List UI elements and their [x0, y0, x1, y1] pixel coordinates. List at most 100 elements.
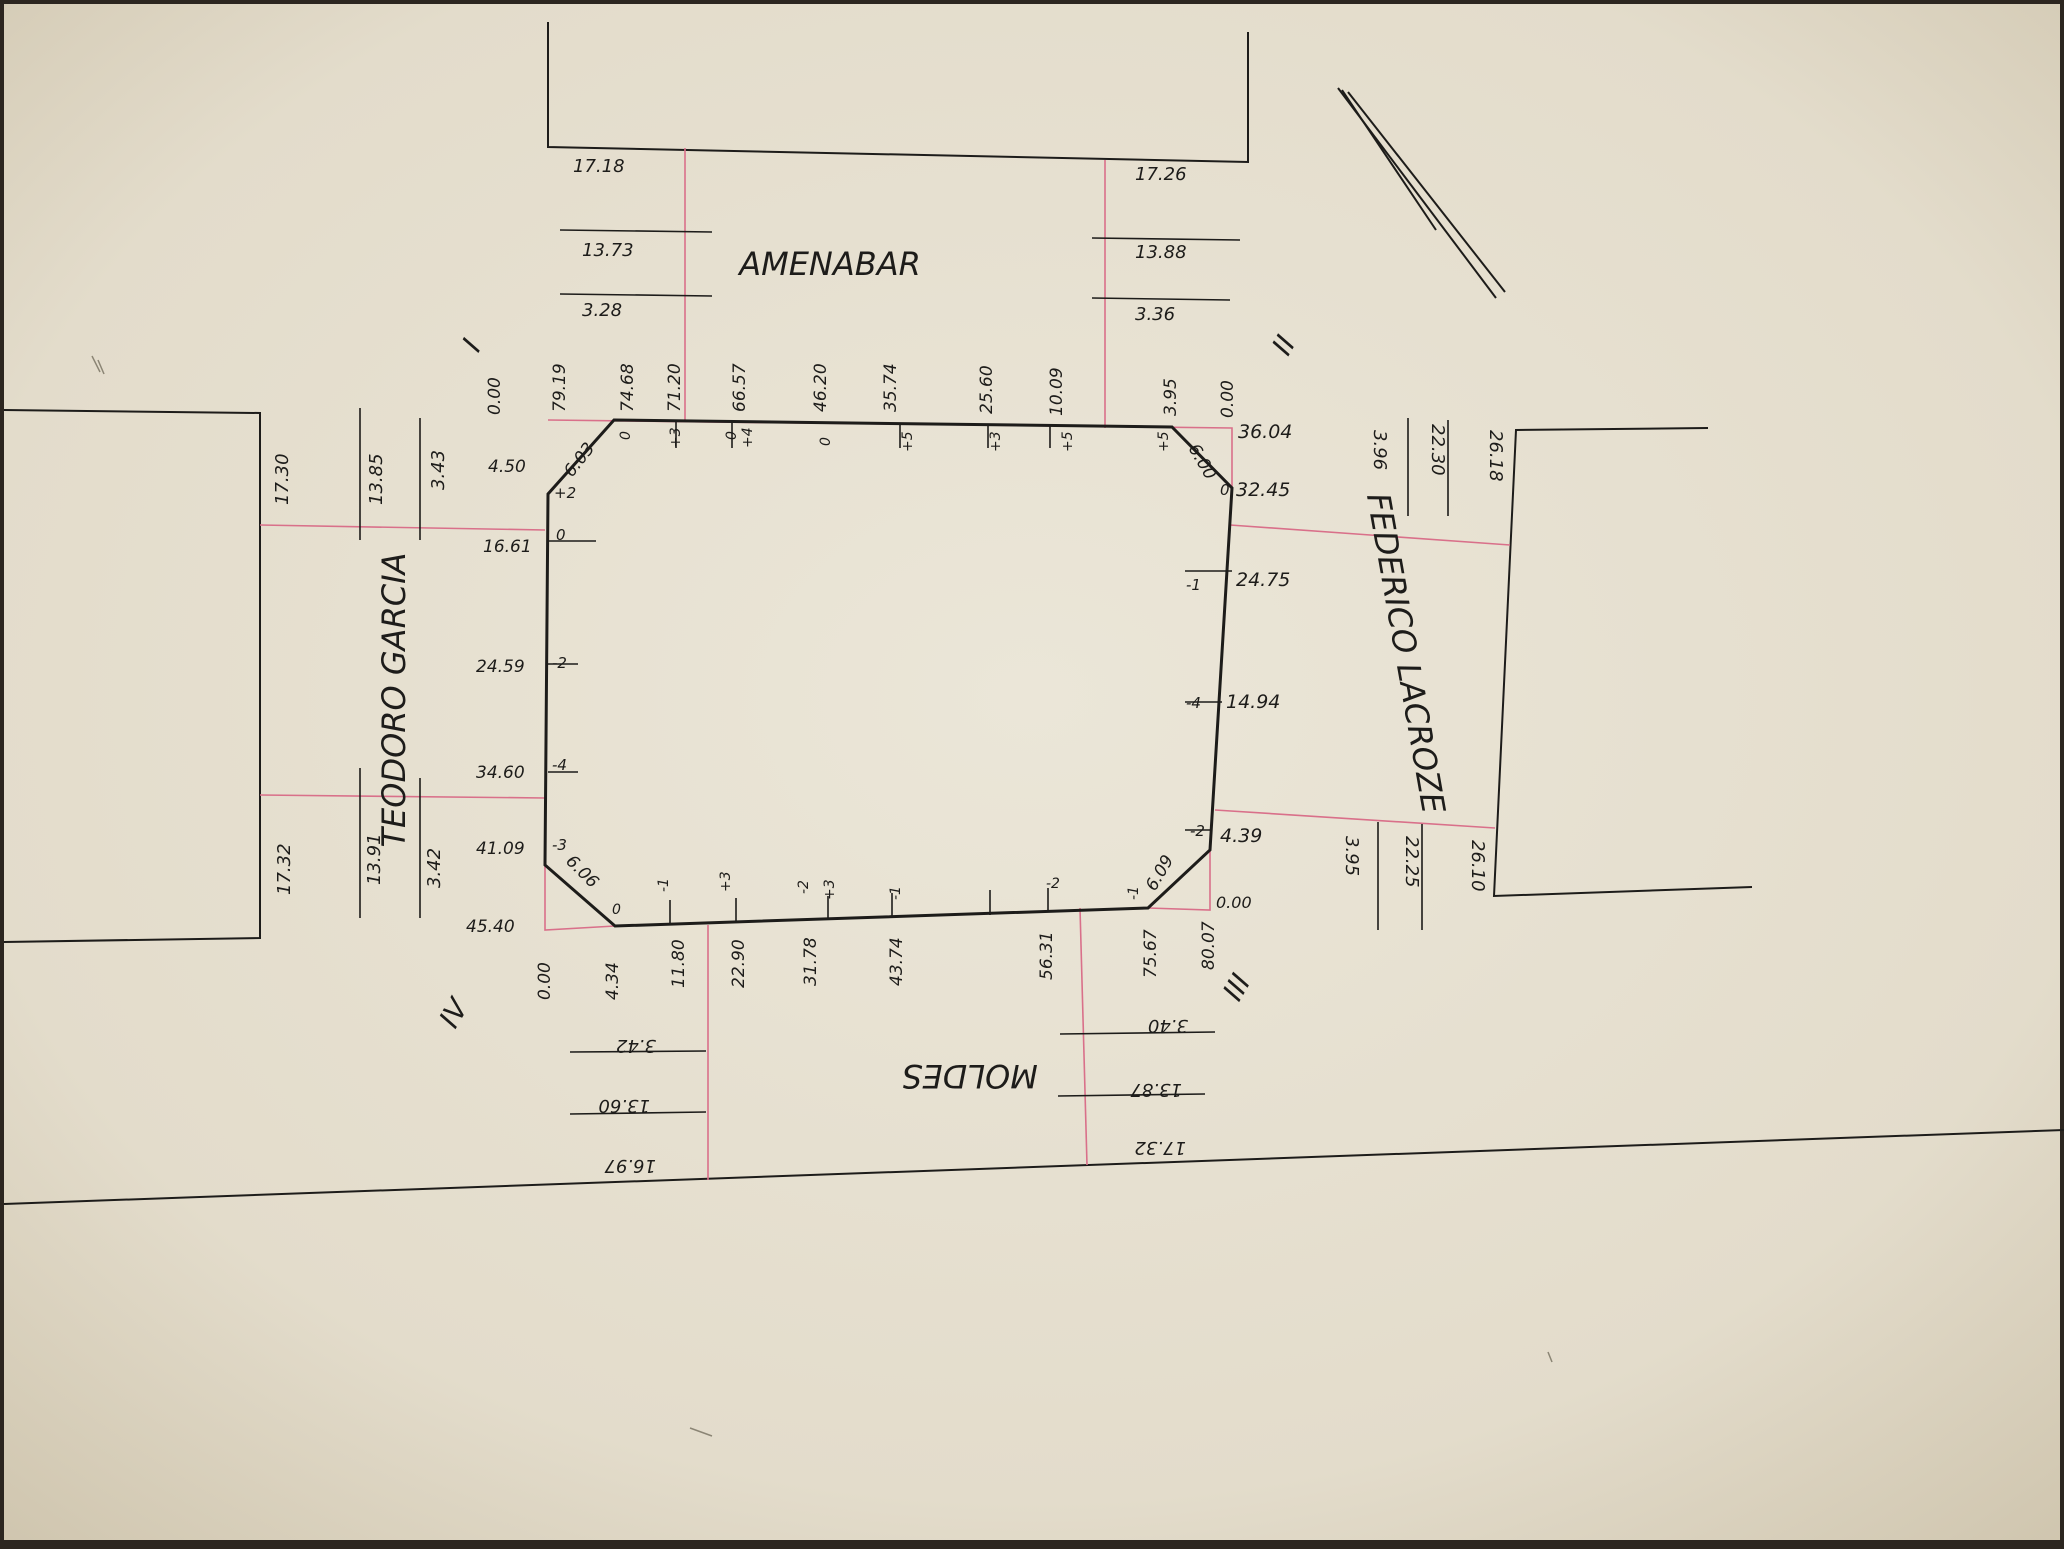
west-top-1: 17.30	[272, 453, 293, 505]
block-north-label-2: 79.19	[550, 363, 570, 412]
east-bottom-3: 26.10	[1467, 840, 1488, 892]
west-level-2: 0	[556, 526, 566, 544]
east-top-3: 26.18	[1485, 430, 1506, 482]
block-north-label-10: 3.95	[1161, 378, 1181, 416]
red-line-south-right	[1079, 907, 1088, 1166]
north-arrow	[1337, 87, 1506, 299]
south-level-1: 0	[612, 902, 621, 918]
block-north-label-3: 74.68	[618, 363, 638, 412]
east-block-outline	[1492, 427, 1753, 898]
north-level-2: +3	[668, 427, 684, 448]
street-name-south: MOLDES	[902, 1057, 1038, 1095]
east-level-1: 0	[1220, 481, 1230, 499]
north-right-2: 13.88	[1135, 242, 1187, 263]
dim-line-n1	[559, 229, 713, 233]
south-level-8: -1	[1126, 886, 1142, 900]
red-line-west-top	[259, 524, 546, 531]
west-level-3: -2	[552, 654, 567, 672]
block-east-label-2: 32.45	[1236, 479, 1290, 501]
north-right-3: 3.36	[1135, 304, 1175, 325]
east-level-4: -2	[1190, 822, 1205, 840]
south-level-6: -1	[888, 886, 904, 900]
block-north-label-6: 46.20	[811, 363, 831, 412]
north-level-8: +5	[1060, 431, 1076, 452]
street-name-north: AMENABAR	[737, 245, 921, 283]
block-south-label-6: 43.74	[887, 937, 907, 986]
west-top-2: 13.85	[366, 453, 387, 505]
east-bottom-1: 3.95	[1341, 836, 1362, 876]
north-right-1: 17.26	[1135, 164, 1187, 185]
red-line-west-bottom	[259, 794, 546, 799]
east-bottom-2: 22.25	[1401, 836, 1422, 888]
south-left-1: 3.42	[616, 1035, 656, 1056]
block-east-label-5: 4.39	[1220, 825, 1262, 847]
east-top-2: 22.30	[1427, 424, 1448, 476]
block-south-label-9: 80.07	[1199, 921, 1219, 970]
north-level-3: 0	[724, 431, 740, 440]
block-south-label-5: 31.78	[801, 937, 821, 986]
south-left-2: 13.60	[598, 1095, 650, 1116]
north-level-7: +3	[988, 431, 1004, 452]
block-west-label-6: 45.40	[466, 917, 515, 937]
north-left-2: 13.73	[582, 240, 634, 261]
block-north-label-11: 0.00	[1218, 380, 1238, 418]
block-east-label-4: 14.94	[1226, 691, 1280, 713]
block-north-label-4: 71.20	[665, 363, 685, 412]
street-name-west: TEODORO GARCIA	[375, 553, 413, 848]
west-bottom-1: 17.32	[274, 843, 295, 895]
south-left-3: 16.97	[604, 1155, 656, 1176]
block-south-label-8: 75.67	[1141, 929, 1161, 978]
east-top-1: 3.96	[1369, 430, 1390, 470]
dim-line-s3	[1059, 1031, 1216, 1035]
south-level-7: -2	[1046, 876, 1060, 892]
south-level-2: -1	[656, 878, 672, 892]
north-level-5: 0	[818, 437, 834, 446]
block-east-label-6: 0.00	[1216, 893, 1252, 912]
block-west-label-1: 4.50	[488, 457, 526, 477]
dim-line-n3	[1091, 237, 1241, 241]
block-west-label-4: 34.60	[476, 763, 525, 783]
block-south-label-1: 0.00	[535, 962, 555, 1000]
north-level-6: +5	[900, 431, 916, 452]
block-west-label-2: 16.61	[483, 537, 532, 557]
dim-line-n4	[1091, 297, 1231, 301]
dim-line-s4	[1057, 1093, 1206, 1097]
block-west-label-5: 41.09	[476, 839, 525, 859]
dim-line-n2	[559, 293, 713, 297]
east-level-3: -4	[1186, 694, 1201, 712]
dim-line-s2	[569, 1111, 707, 1115]
block-south-label-7: 56.31	[1037, 931, 1057, 980]
north-left-1: 17.18	[573, 156, 625, 177]
west-top-3: 3.43	[428, 450, 449, 490]
block-south-label-3: 11.80	[669, 939, 689, 988]
north-level-1: 0	[618, 431, 634, 440]
red-line-east-top	[1229, 524, 1511, 546]
west-bottom-3: 3.42	[424, 848, 445, 888]
paper	[4, 4, 2060, 1540]
east-level-2: -1	[1186, 576, 1201, 594]
north-level-9: +5	[1156, 431, 1172, 452]
block-south-label-4: 22.90	[729, 939, 749, 988]
stray-pencil-marks	[91, 355, 1553, 1437]
block-outline	[543, 418, 1234, 928]
north-level-4: +4	[740, 427, 756, 448]
south-right-2: 13.87	[1130, 1079, 1182, 1100]
south-level-3: +3	[718, 871, 734, 892]
block-north-label-5: 66.57	[730, 363, 750, 412]
block-north-label-7: 35.74	[881, 363, 901, 412]
south-block-edge	[3, 1129, 2064, 1205]
north-block-outline	[547, 22, 1249, 164]
west-level-5: -3	[552, 836, 567, 854]
block-east-label-1: 36.04	[1238, 421, 1292, 443]
west-level-1: +2	[554, 484, 576, 502]
south-level-5: +3	[822, 879, 838, 900]
south-right-3: 17.32	[1134, 1137, 1186, 1158]
red-line-block-se	[1147, 850, 1211, 911]
block-north-label-8: 25.60	[977, 365, 997, 414]
block-south-label-2: 4.34	[603, 962, 623, 1000]
block-north-label-1: 0.00	[485, 377, 505, 415]
north-left-3: 3.28	[582, 300, 622, 321]
west-bottom-2: 13.91	[364, 833, 385, 885]
